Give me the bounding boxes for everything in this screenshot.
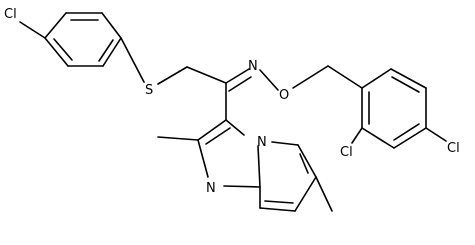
bond-cl-ring [19, 21, 46, 39]
bond-c-n-imine [225, 68, 250, 84]
bond-ring-s [120, 37, 145, 83]
bond-o-ch2 [292, 65, 329, 89]
chlorine-label-para: Cl [447, 141, 460, 156]
bond-ch2-aryl [327, 65, 363, 89]
bond-ring-cl-ortho [351, 127, 363, 144]
oxime-oxygen-label: O [279, 88, 289, 103]
bond-c2-methyl [157, 136, 199, 141]
bond-ring-cl-para [425, 127, 447, 142]
sulfur-label: S [145, 83, 153, 98]
bond-c-n-imine-double [228, 76, 252, 92]
imine-nitrogen-label: N [248, 59, 258, 74]
pyridine-ring [259, 141, 317, 212]
bond-s-ch2 [157, 66, 188, 85]
imidazole-nitrogen-label: N [206, 181, 216, 196]
bridgehead-nitrogen-label: N [257, 135, 267, 150]
chlorine-label-ortho: Cl [340, 145, 353, 160]
bond-ch2-c [186, 66, 227, 84]
chlorine-label-phenyl: Cl [4, 7, 17, 22]
bond-n-o [259, 69, 279, 91]
chlorophenyl-ring [44, 12, 122, 67]
bond-c7-methyl [315, 176, 333, 212]
dichlorophenyl-ring [361, 68, 427, 149]
imidazole-ring [197, 119, 261, 188]
